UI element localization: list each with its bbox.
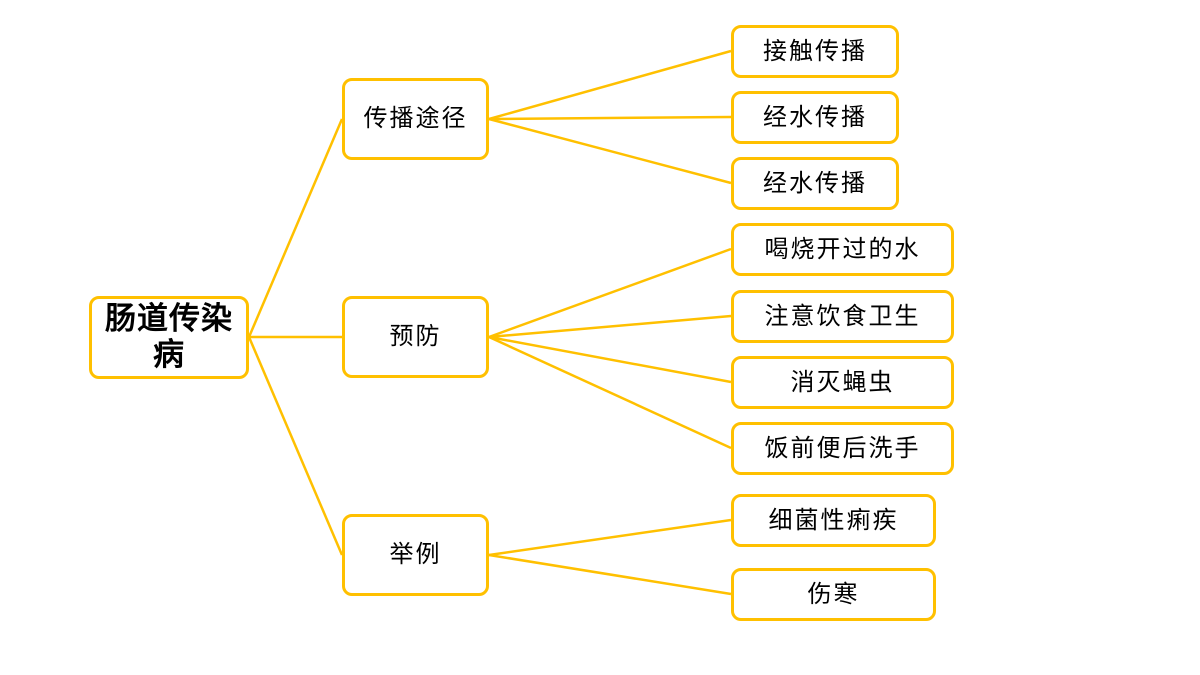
connector-branch-1-leaf-1 xyxy=(488,49,732,121)
connector-branch-2-leaf-3 xyxy=(488,335,732,384)
leaf-node-label: 伤寒 xyxy=(807,579,860,608)
connector-branch-2-leaf-1 xyxy=(488,247,732,339)
root-node-label: 肠道传染病 xyxy=(105,300,233,373)
leaf-node-label: 注意饮食卫生 xyxy=(764,301,921,330)
leaf-node-food-hygiene[interactable]: 注意饮食卫生 xyxy=(731,290,954,343)
connector-branch-2-leaf-2 xyxy=(488,314,732,339)
leaf-node-eliminate-flies[interactable]: 消灭蝇虫 xyxy=(731,356,954,409)
leaf-node-waterborne-transmission-2[interactable]: 经水传播 xyxy=(731,157,899,210)
leaf-node-label: 接触传播 xyxy=(763,36,867,65)
leaf-node-label: 喝烧开过的水 xyxy=(764,234,921,263)
leaf-node-label: 经水传播 xyxy=(763,102,867,131)
leaf-node-drink-boiled-water[interactable]: 喝烧开过的水 xyxy=(731,223,954,276)
leaf-node-label: 消灭蝇虫 xyxy=(790,367,895,396)
connector-branch-3-leaf-1 xyxy=(488,518,732,557)
leaf-node-label: 细菌性痢疾 xyxy=(768,505,899,534)
root-node[interactable]: 肠道传染病 xyxy=(89,296,249,379)
branch-node-prevention[interactable]: 预防 xyxy=(342,296,489,378)
branch-node-label: 传播途径 xyxy=(363,104,468,133)
connector-root-branch-3 xyxy=(247,336,344,556)
leaf-node-contact-transmission[interactable]: 接触传播 xyxy=(731,25,899,78)
connector-branch-1-leaf-3 xyxy=(488,117,732,185)
leaf-node-waterborne-transmission[interactable]: 经水传播 xyxy=(731,91,899,144)
connector-branch-3-leaf-2 xyxy=(488,553,732,596)
leaf-node-wash-hands[interactable]: 饭前便后洗手 xyxy=(731,422,954,475)
leaf-node-bacillary-dysentery[interactable]: 细菌性痢疾 xyxy=(731,494,936,547)
branch-node-label: 举例 xyxy=(389,540,442,569)
connector-root-branch-1 xyxy=(247,118,344,338)
branch-node-examples[interactable]: 举例 xyxy=(342,514,489,596)
leaf-node-typhoid[interactable]: 伤寒 xyxy=(731,568,936,621)
connector-branch-1-leaf-2 xyxy=(488,115,732,121)
branch-node-label: 预防 xyxy=(389,322,442,351)
leaf-node-label: 经水传播 xyxy=(763,168,867,197)
leaf-node-label: 饭前便后洗手 xyxy=(764,433,921,462)
branch-node-transmission-routes[interactable]: 传播途径 xyxy=(342,78,489,160)
connector-branch-2-leaf-4 xyxy=(488,335,732,450)
